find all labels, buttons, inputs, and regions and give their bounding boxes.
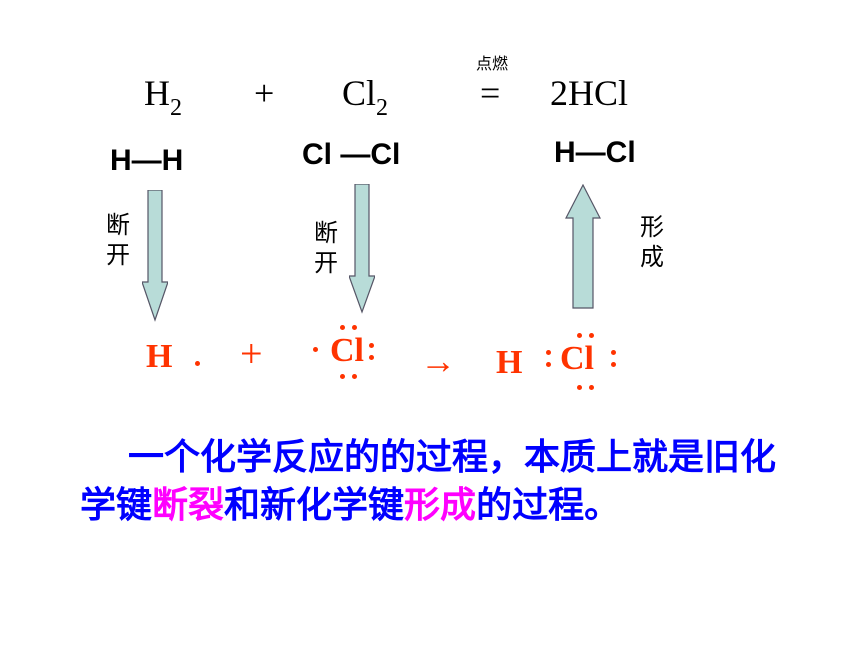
electron-dot xyxy=(369,355,374,360)
reactant-h2: H2 xyxy=(144,73,182,121)
electron-dot xyxy=(340,325,345,330)
electron-dot xyxy=(589,385,594,390)
electron-dot xyxy=(369,343,374,348)
summary-text-2: 和新化学键 xyxy=(224,485,405,526)
equation-equals: = xyxy=(480,73,501,113)
summary-text-1: 一个化学反应的的过程，本质上就是旧化学键 xyxy=(80,437,777,526)
electron-dot xyxy=(352,325,357,330)
electron-dot xyxy=(195,361,200,366)
electron-dot xyxy=(577,385,582,390)
product-hcl: 2HCl xyxy=(550,73,629,113)
electron-dot xyxy=(546,350,551,355)
reaction-condition: 点燃 xyxy=(476,54,509,73)
up-arrow-icon xyxy=(565,184,601,309)
electron-dot xyxy=(611,362,616,367)
label-form: 形成 xyxy=(640,213,664,271)
summary-text-3: 的过程。 xyxy=(476,485,621,526)
bond-h-cl: H—Cl xyxy=(554,136,636,169)
electron-dot xyxy=(313,347,318,352)
highlight-break: 断裂 xyxy=(152,485,225,526)
bond-h-h: H—H xyxy=(110,144,184,177)
electron-plus: + xyxy=(240,331,263,376)
electron-cl-atom: Cl xyxy=(330,332,364,369)
highlight-form: 形成 xyxy=(404,485,477,526)
summary-paragraph: 一个化学反应的的过程，本质上就是旧化学键断裂和新化学键形成的过程。 xyxy=(80,434,800,530)
electron-product-cl: Cl xyxy=(560,340,594,377)
reactant-cl2: Cl2 xyxy=(342,73,389,121)
electron-dot xyxy=(340,374,345,379)
electron-h-atom: H xyxy=(146,338,173,375)
label-break-1: 断开 xyxy=(106,211,130,269)
equation-plus: + xyxy=(254,73,275,113)
electron-dot xyxy=(546,362,551,367)
electron-dot xyxy=(352,374,357,379)
down-arrow-icon xyxy=(349,184,375,314)
reaction-arrow: → xyxy=(420,341,456,381)
electron-dot xyxy=(611,350,616,355)
electron-dot xyxy=(589,333,594,338)
bond-cl-cl: Cl —Cl xyxy=(302,138,401,171)
electron-product-h: H xyxy=(496,344,523,381)
down-arrow-icon xyxy=(142,190,168,322)
electron-dot xyxy=(577,333,582,338)
label-break-2: 断开 xyxy=(314,219,338,277)
